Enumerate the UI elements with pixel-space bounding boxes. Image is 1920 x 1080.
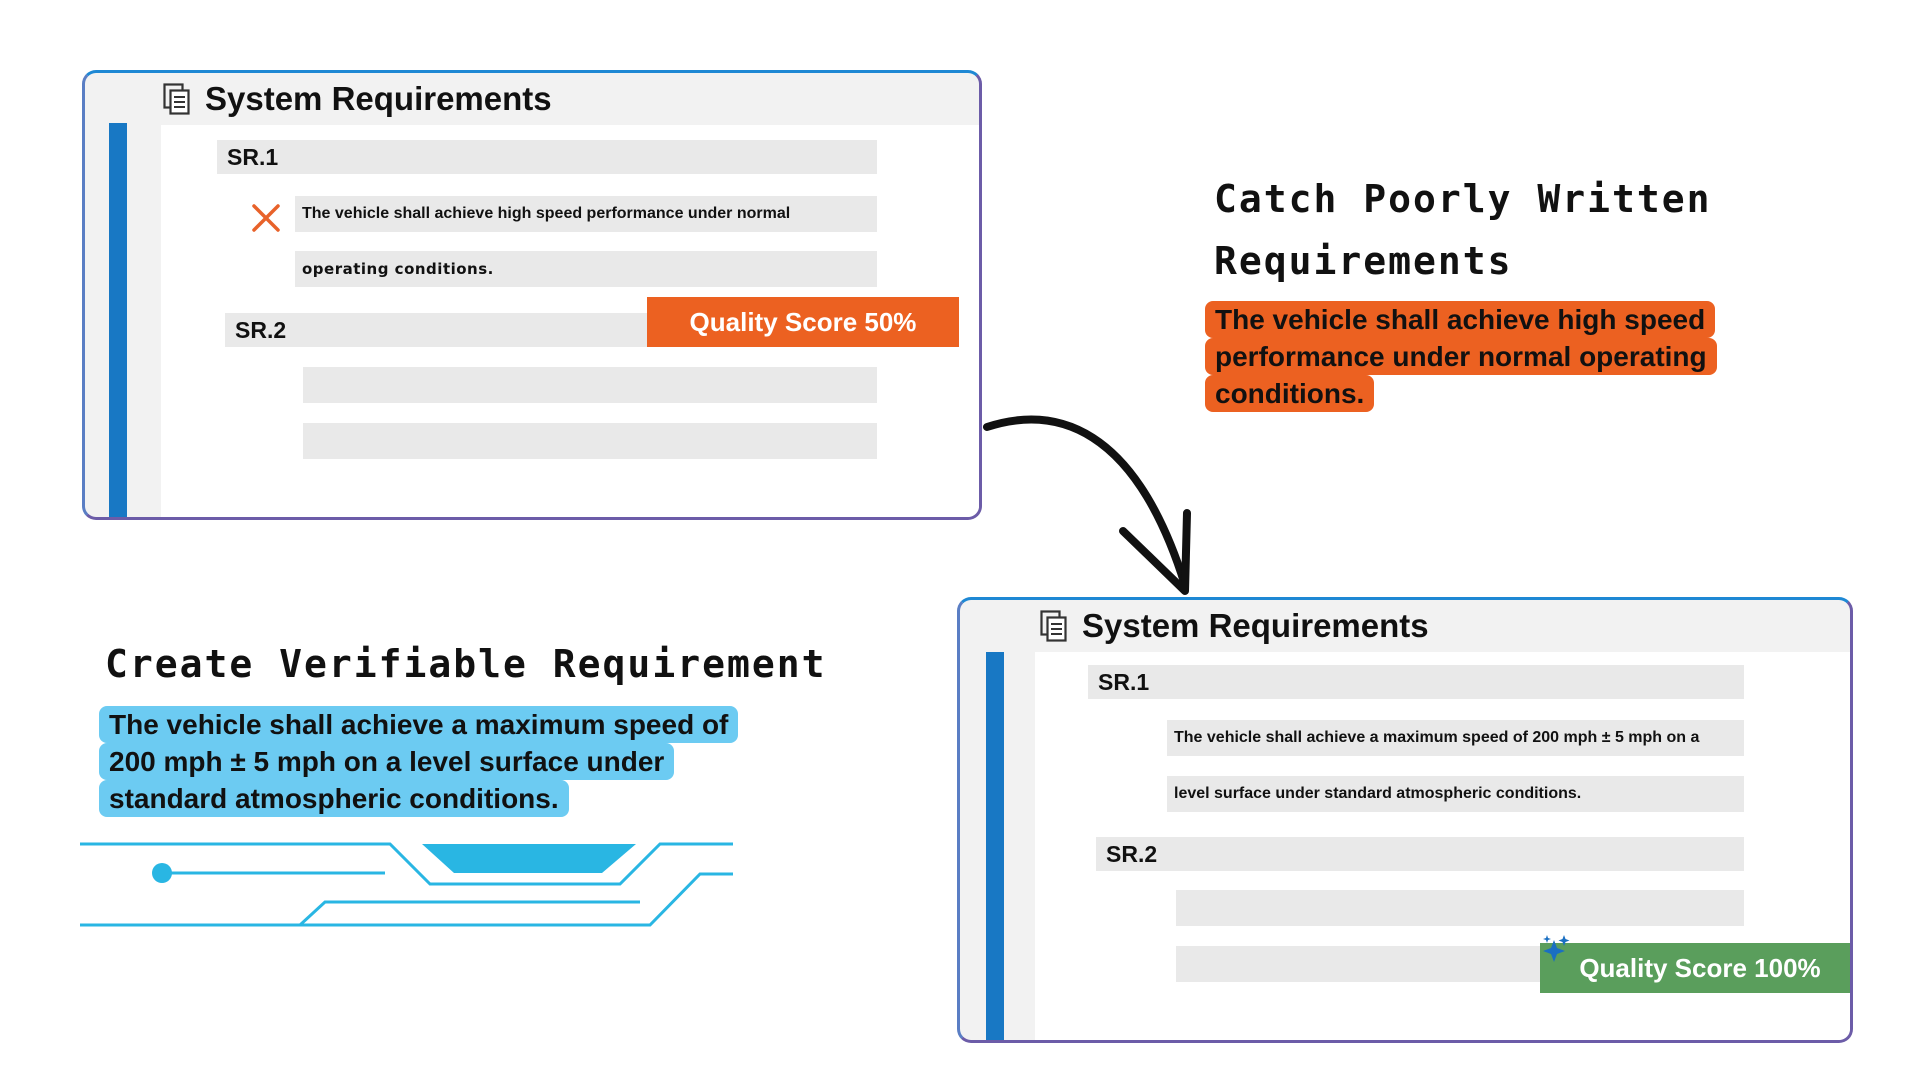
arrow-icon: [983, 415, 1191, 595]
top-requirements-panel: System Requirements SR.1 The vehicle sha…: [82, 70, 982, 520]
poor-requirement-example: The vehicle shall achieve high speed per…: [1205, 301, 1717, 412]
verifiable-example-line-2: 200 mph ± 5 mph on a level surface under: [99, 743, 675, 780]
sparkle-icon: [1543, 935, 1570, 962]
circuit-decoration: [80, 842, 733, 927]
sr1-text-line-2: level surface under standard atmospheric…: [1167, 776, 1744, 812]
sr2-text-line-1: [303, 367, 877, 403]
panel-header: System Requirements: [1040, 604, 1429, 648]
panel-accent-bar: [109, 123, 127, 517]
poor-example-line-2: performance under normal operating: [1205, 338, 1717, 375]
quality-score-badge: Quality Score 100%: [1540, 943, 1850, 993]
cross-icon: [252, 204, 280, 232]
catch-heading-line-2: Requirements: [1214, 239, 1513, 283]
poor-example-line-3: conditions.: [1205, 375, 1375, 412]
sr2-text-line-1: [1176, 890, 1744, 926]
sr1-label: SR.1: [217, 140, 877, 174]
verifiable-example-line-1: The vehicle shall achieve a maximum spee…: [99, 706, 739, 743]
catch-heading-line-1: Catch Poorly Written: [1214, 177, 1712, 221]
panel-accent-bar: [986, 652, 1004, 1040]
sr1-text-line-2: operating conditions.: [295, 251, 877, 287]
verifiable-requirement-example: The vehicle shall achieve a maximum spee…: [99, 706, 739, 817]
document-icon: [163, 83, 190, 115]
panel-header: System Requirements: [163, 77, 552, 121]
verifiable-example-line-3: standard atmospheric conditions.: [99, 780, 569, 817]
quality-score-badge: Quality Score 50%: [647, 297, 959, 347]
document-icon: [1040, 610, 1067, 642]
bottom-requirements-panel: System Requirements SR.1 The vehicle sha…: [957, 597, 1853, 1043]
panel-title: System Requirements: [205, 80, 552, 117]
sr2-label: SR.2: [1096, 837, 1744, 871]
poor-example-line-1: The vehicle shall achieve high speed: [1205, 301, 1716, 338]
sr2-text-line-2: [303, 423, 877, 459]
panel-title: System Requirements: [1082, 607, 1429, 644]
catch-heading: Catch Poorly Written Requirements: [1214, 168, 1712, 292]
sr1-label: SR.1: [1088, 665, 1744, 699]
sr1-text-line-1: The vehicle shall achieve a maximum spee…: [1167, 720, 1744, 756]
sr1-text-line-1: The vehicle shall achieve high speed per…: [295, 196, 877, 232]
create-heading: Create Verifiable Requirement: [105, 642, 827, 686]
